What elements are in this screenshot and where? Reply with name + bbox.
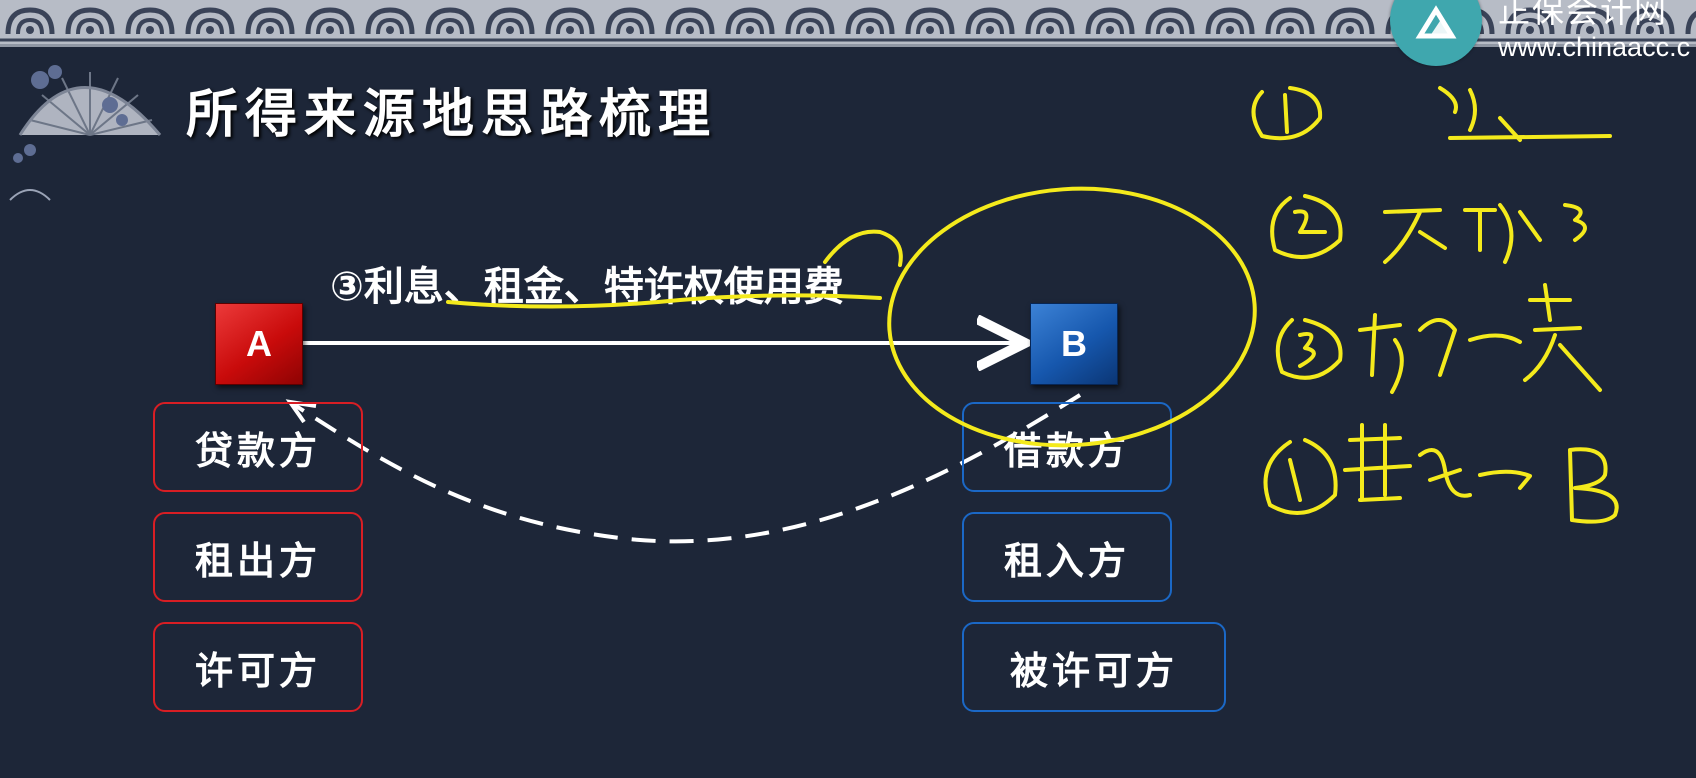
role-licensor: 许可方 (153, 622, 363, 712)
payment-type-label: ③利息、租金、特许权使用费 (330, 264, 844, 310)
role-lessee: 租入方 (962, 512, 1172, 602)
slide-title: 所得来源地思路梳理 (186, 84, 718, 145)
role-licensee: 被许可方 (962, 622, 1226, 712)
brand-url: www.chinaacc.c (1498, 32, 1691, 62)
role-lender: 贷款方 (153, 402, 363, 492)
party-b-box: B (1030, 303, 1118, 385)
logo-icon (1390, 0, 1482, 66)
role-borrower: 借款方 (962, 402, 1172, 492)
role-lessor: 租出方 (153, 512, 363, 602)
fan-decoration-icon (9, 65, 162, 201)
brand-name: 正保会计网 (1498, 0, 1669, 30)
party-a-box: A (215, 303, 303, 385)
